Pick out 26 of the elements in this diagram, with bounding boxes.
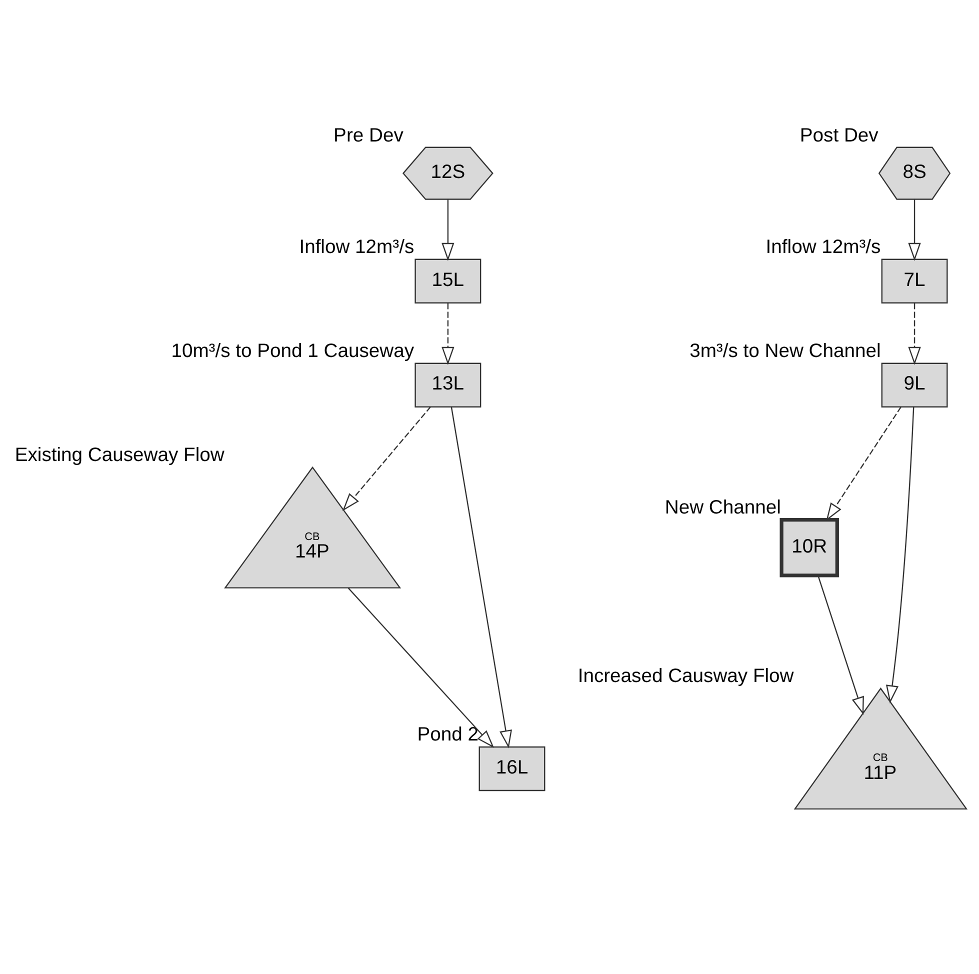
- node-label: Existing Causeway Flow: [14, 444, 224, 466]
- node-label: Pond 2: [416, 723, 478, 746]
- node-box: 15L: [414, 258, 481, 304]
- arrow: [908, 198, 920, 261]
- node-label: Inflow 12m³/s: [765, 236, 880, 258]
- arrow: [885, 406, 914, 703]
- node-label: Pre Dev: [333, 124, 403, 146]
- node-box: 10R: [779, 518, 838, 577]
- arrow: [450, 406, 512, 748]
- node-box: 7L: [880, 258, 948, 304]
- node-label: New Channel: [664, 496, 780, 518]
- node-box: 13L: [414, 362, 481, 407]
- arrow: [342, 406, 430, 511]
- arrow: [908, 302, 920, 365]
- node-label: Increased Causway Flow: [577, 664, 794, 687]
- node-label: Inflow 12m³/s: [298, 236, 414, 258]
- node-box: 9L: [880, 362, 948, 407]
- node-label: 3m³/s to New Channel: [689, 340, 880, 362]
- arrow: [817, 574, 864, 715]
- node-label: Post Dev: [799, 124, 878, 146]
- arrow: [826, 406, 901, 521]
- node-label: 10m³/s to Pond 1 Causeway: [170, 340, 414, 362]
- arrow: [441, 198, 454, 261]
- node-box: 16L: [478, 746, 545, 791]
- arrow: [441, 302, 454, 365]
- arrow: [347, 587, 494, 748]
